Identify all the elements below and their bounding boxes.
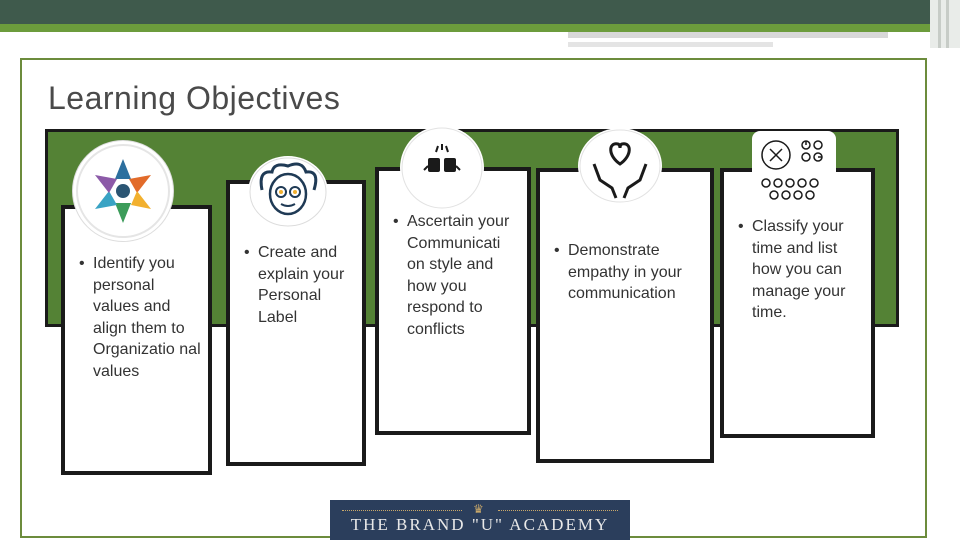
objective-card-5: Classify your time and list how you can …	[720, 168, 875, 438]
objective-card-2: Create and explain your Personal Label	[226, 180, 366, 466]
values-wheel-icon	[73, 141, 173, 241]
top-accent-line-short	[568, 42, 773, 47]
top-accent-stripe	[0, 24, 930, 32]
top-bar	[0, 0, 960, 24]
top-accent-line	[568, 32, 888, 38]
objective-card-4: Demonstrate empathy in your communicatio…	[536, 168, 714, 463]
brand-u-academy-logo: ♛ THE BRAND "U" ACADEMY	[330, 500, 630, 540]
objective-text-3: Ascertain your Communicati on style and …	[389, 211, 521, 340]
logo-text: THE BRAND "U" ACADEMY	[350, 515, 610, 534]
objective-text-5: Classify your time and list how you can …	[734, 216, 865, 324]
einstein-face-icon	[248, 156, 328, 228]
logo-rule-left	[342, 510, 462, 512]
crown-icon: ♛	[473, 502, 484, 516]
hands-heart-icon	[578, 128, 662, 204]
time-clocks-icon	[752, 131, 836, 207]
objective-text-4: Demonstrate empathy in your communicatio…	[550, 240, 704, 305]
corner-decoration	[930, 0, 960, 48]
objective-text-2: Create and explain your Personal Label	[240, 242, 356, 328]
objective-text-1: Identify you personal values and align t…	[75, 253, 202, 382]
objective-card-1: Identify you personal values and align t…	[61, 205, 212, 475]
fist-bump-icon	[400, 126, 484, 210]
objective-card-3: Ascertain your Communicati on style and …	[375, 167, 531, 435]
page-title: Learning Objectives	[48, 80, 341, 116]
logo-rule-right	[498, 510, 618, 512]
